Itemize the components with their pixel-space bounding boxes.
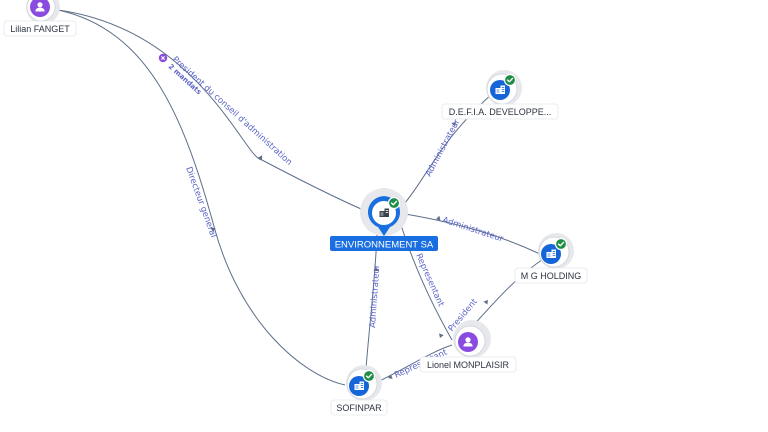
mandat-badge (158, 53, 168, 63)
check-badge-icon (362, 369, 376, 383)
edge-label-directeur-general: Directeur general (183, 166, 218, 240)
edge-label-admin-mg: Administrateur (441, 215, 505, 244)
node-lilian-fanget[interactable]: Lilian FANGET (3, 0, 77, 37)
node-label: D.E.F.I.A. DEVELOPPE... (449, 107, 552, 117)
edge-label-representant-env: Representant (413, 252, 446, 309)
node-defia[interactable]: D.E.F.I.A. DEVELOPPE... (441, 70, 559, 120)
node-environnement-sa[interactable]: ENVIRONNEMENT SA (330, 188, 438, 251)
edge-label-admin-sofinpar: Administrateur (368, 264, 382, 328)
edge-label-admin-defia: Administrateur (424, 117, 463, 178)
node-label: M G HOLDING (521, 271, 582, 281)
edge-label-president-conseil: President du conseil d'administration (170, 55, 294, 168)
node-label-main: ENVIRONNEMENT SA (335, 240, 434, 251)
node-label: SOFINPAR (336, 403, 382, 413)
check-badge-icon (503, 73, 517, 87)
node-sofinpar[interactable]: SOFINPAR (330, 365, 388, 416)
node-label: Lionel MONPLAISIR (427, 360, 510, 370)
edge-admin-sofinpar[interactable]: Administrateur (365, 234, 382, 369)
node-lionel-monplaisir[interactable]: Lionel MONPLAISIR (419, 320, 517, 373)
check-badge-icon (387, 196, 401, 210)
node-label: Lilian FANGET (10, 24, 70, 34)
node-mg-holding[interactable]: M G HOLDING (514, 233, 588, 284)
check-badge-icon (554, 237, 568, 251)
edge-directeur-general[interactable]: Directeur general (57, 9, 346, 386)
edge-president-conseil[interactable]: President du conseil d'administration 2 … (57, 9, 369, 213)
